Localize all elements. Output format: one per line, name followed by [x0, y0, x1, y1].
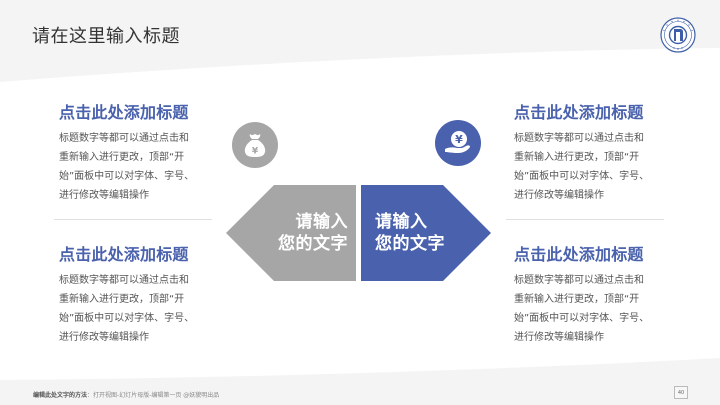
arrow-right[interactable]: 请输入 您的文字 [361, 185, 491, 281]
body-line: 进行修改等编辑操作 [59, 190, 149, 201]
svg-text:¥: ¥ [455, 133, 463, 146]
body-line: 重新输入进行更改，顶部“开 [514, 294, 640, 305]
block-title[interactable]: 点击此处添加标题 [59, 103, 189, 122]
arrow-left-shape [226, 185, 356, 281]
hand-holding-yen-coin-icon: ¥ [445, 131, 470, 153]
block-body[interactable]: 标题数字等都可以通过点击和 重新输入进行更改，顶部“开 始”面板中可以对字体、字… [514, 129, 674, 205]
block-title[interactable]: 点击此处添加标题 [59, 245, 189, 264]
page-title[interactable]: 请在这里输入标题 [32, 26, 180, 47]
block-title[interactable]: 点击此处添加标题 [514, 245, 644, 264]
footer-note-label: 编辑此处文字的方法 [33, 392, 88, 399]
body-line: 重新输入进行更改，顶部“开 [59, 294, 185, 305]
text-block-top-right: 点击此处添加标题 标题数字等都可以通过点击和 重新输入进行更改，顶部“开 始”面… [514, 103, 674, 205]
arrow-right-text[interactable]: 请输入 您的文字 [375, 212, 445, 254]
body-line: 标题数字等都可以通过点击和 [59, 275, 189, 286]
block-body[interactable]: 标题数字等都可以通过点击和 重新输入进行更改，顶部“开 始”面板中可以对字体、字… [514, 271, 674, 347]
body-line: 标题数字等都可以通过点击和 [514, 133, 644, 144]
text-block-bottom-right: 点击此处添加标题 标题数字等都可以通过点击和 重新输入进行更改，顶部“开 始”面… [514, 245, 674, 347]
header-background [0, 0, 720, 82]
icon-circle-left: ¥ [232, 122, 278, 168]
money-bag-yen-icon: ¥ [244, 134, 266, 157]
page-number: 40 [674, 386, 688, 399]
body-line: 进行修改等编辑操作 [59, 332, 149, 343]
block-body[interactable]: 标题数字等都可以通过点击和 重新输入进行更改，顶部“开 始”面板中可以对字体、字… [59, 271, 219, 347]
divider-left [54, 219, 212, 220]
arrow-left-text[interactable]: 请输入 您的文字 [278, 212, 348, 254]
body-line: 始”面板中可以对字体、字号、 [59, 171, 195, 182]
body-line: 始”面板中可以对字体、字号、 [514, 171, 650, 182]
university-seal-icon [660, 17, 696, 53]
footer-note-text: 打开视图-幻灯片母版-编辑第一页 @妖貌明出品 [93, 392, 220, 399]
body-line: 始”面板中可以对字体、字号、 [514, 313, 650, 324]
body-line: 重新输入进行更改，顶部“开 [514, 152, 640, 163]
block-title[interactable]: 点击此处添加标题 [514, 103, 644, 122]
footer-background [0, 358, 720, 405]
body-line: 始”面板中可以对字体、字号、 [59, 313, 195, 324]
svg-text:¥: ¥ [252, 147, 259, 157]
body-line: 进行修改等编辑操作 [514, 332, 604, 343]
arrow-left[interactable]: 请输入 您的文字 [226, 185, 356, 281]
block-body[interactable]: 标题数字等都可以通过点击和 重新输入进行更改，顶部“开 始”面板中可以对字体、字… [59, 129, 219, 205]
arrow-right-shape [361, 185, 491, 281]
body-line: 标题数字等都可以通过点击和 [514, 275, 644, 286]
body-line: 重新输入进行更改，顶部“开 [59, 152, 185, 163]
text-block-bottom-left: 点击此处添加标题 标题数字等都可以通过点击和 重新输入进行更改，顶部“开 始”面… [59, 245, 219, 347]
body-line: 标题数字等都可以通过点击和 [59, 133, 189, 144]
divider-right [506, 219, 664, 220]
footer-note: 编辑此处文字的方法：打开视图-幻灯片母版-编辑第一页 @妖貌明出品 [33, 392, 220, 399]
text-block-top-left: 点击此处添加标题 标题数字等都可以通过点击和 重新输入进行更改，顶部“开 始”面… [59, 103, 219, 205]
icon-circle-right: ¥ [435, 120, 481, 166]
body-line: 进行修改等编辑操作 [514, 190, 604, 201]
